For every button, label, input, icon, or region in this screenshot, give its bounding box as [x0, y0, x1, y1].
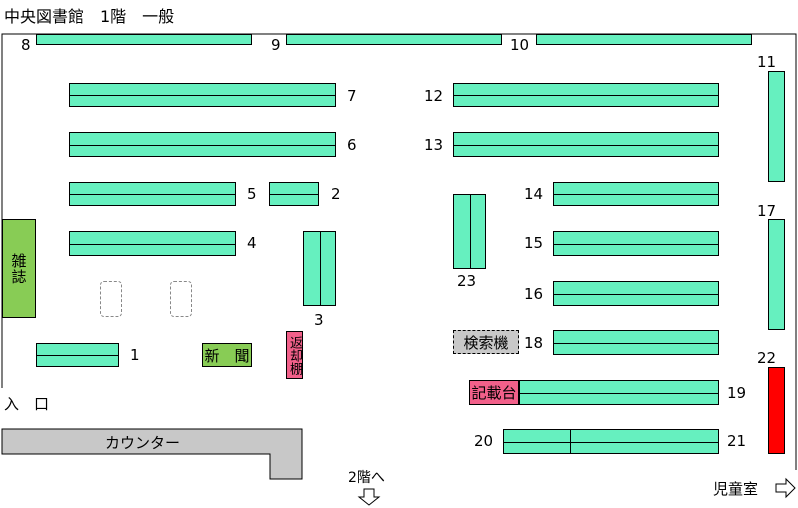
shelf-10 — [536, 34, 752, 45]
shelf-number-19: 19 — [727, 384, 747, 402]
shelf-13 — [453, 132, 719, 157]
shelf-1 — [36, 343, 119, 367]
shelf-11 — [768, 71, 785, 182]
counter-label: カウンター — [105, 434, 181, 452]
shelf-15 — [553, 231, 719, 256]
shelf-4 — [69, 231, 236, 256]
shelf-14 — [553, 182, 719, 206]
shelf-19 — [519, 380, 719, 405]
writing-desk-label: 記載台 — [471, 384, 517, 402]
return-shelf: 返却棚 — [286, 331, 303, 379]
search-terminal-label: 検索機 — [463, 333, 509, 352]
shelf-number-13: 13 — [424, 136, 444, 154]
down-arrow-icon — [357, 488, 381, 506]
counter — [1, 428, 303, 480]
shelf-divider — [570, 430, 571, 453]
empty-spot — [100, 281, 122, 317]
shelf-18 — [553, 330, 719, 355]
empty-spot — [170, 281, 192, 317]
newspapers-area: 新 聞 — [202, 343, 252, 367]
shelf-6 — [69, 132, 336, 157]
entrance-label: 入 口 — [4, 395, 50, 413]
shelf-number-16: 16 — [524, 285, 544, 303]
shelf-number-4: 4 — [247, 234, 257, 252]
shelf-8 — [36, 34, 252, 45]
magazines-label: 雑誌 — [9, 252, 28, 285]
shelf-number-9: 9 — [271, 36, 281, 54]
newspapers-label: 新 聞 — [204, 346, 250, 365]
shelf-number-20: 20 — [474, 432, 494, 450]
shelf-number-10: 10 — [510, 36, 530, 54]
shelf-number-22: 22 — [757, 349, 777, 367]
shelf-number-6: 6 — [347, 136, 357, 154]
shelf-number-7: 7 — [347, 87, 357, 105]
shelf-number-21: 21 — [727, 432, 747, 450]
shelf-20-21 — [503, 429, 719, 454]
right-arrow-icon — [775, 477, 796, 499]
return-shelf-label: 返却棚 — [287, 335, 302, 375]
shelf-23 — [453, 194, 486, 269]
shelf-number-17: 17 — [757, 202, 777, 220]
shelf-number-1: 1 — [130, 346, 140, 364]
shelf-17 — [768, 219, 785, 330]
shelf-12 — [453, 83, 719, 107]
shelf-16 — [553, 281, 719, 306]
shelf-number-15: 15 — [524, 234, 544, 252]
shelf-3 — [303, 231, 336, 306]
shelf-5 — [69, 182, 236, 206]
shelf-number-23: 23 — [457, 272, 477, 290]
writing-desk: 記載台 — [469, 380, 519, 405]
map-title: 中央図書館 1階 一般 — [4, 7, 175, 26]
shelf-9 — [286, 34, 502, 45]
shelf-7 — [69, 83, 336, 107]
magazines-area: 雑誌 — [2, 219, 36, 318]
shelf-number-11: 11 — [757, 53, 777, 71]
shelf-2 — [269, 182, 319, 206]
shelf-number-2: 2 — [331, 185, 341, 203]
shelf-number-3: 3 — [314, 311, 324, 329]
shelf-number-18: 18 — [524, 334, 544, 352]
to-second-floor-label: 2階へ — [348, 470, 385, 486]
shelf-number-12: 12 — [424, 87, 444, 105]
shelf-22 — [768, 367, 785, 454]
shelf-number-5: 5 — [247, 185, 257, 203]
search-terminal: 検索機 — [453, 330, 519, 354]
childrens-room-label: 児童室 — [713, 480, 759, 498]
shelf-number-14: 14 — [524, 185, 544, 203]
shelf-number-8: 8 — [21, 36, 31, 54]
